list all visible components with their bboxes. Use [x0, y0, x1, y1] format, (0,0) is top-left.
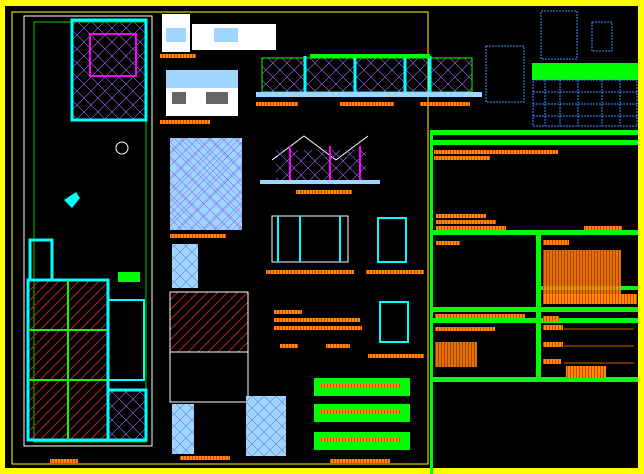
- area-table: [532, 63, 638, 127]
- front-elevation: [160, 14, 276, 58]
- title-block: [430, 130, 638, 474]
- roof-plan: [170, 138, 242, 238]
- wall-section-detail: [266, 215, 424, 358]
- door-window-schedule: [314, 378, 410, 463]
- site-plan: [23, 15, 153, 463]
- location-plan: [485, 10, 613, 103]
- foundation-plans: [169, 244, 286, 460]
- side-elevation: [160, 70, 238, 124]
- general-notes: [274, 310, 362, 348]
- longitudinal-section: [256, 54, 482, 106]
- cross-section: [260, 135, 380, 194]
